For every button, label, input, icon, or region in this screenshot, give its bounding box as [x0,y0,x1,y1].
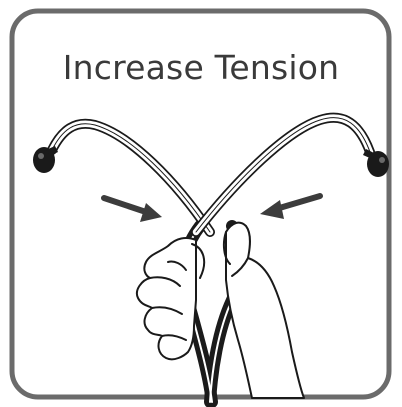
page-title: Increase Tension [0,48,402,87]
